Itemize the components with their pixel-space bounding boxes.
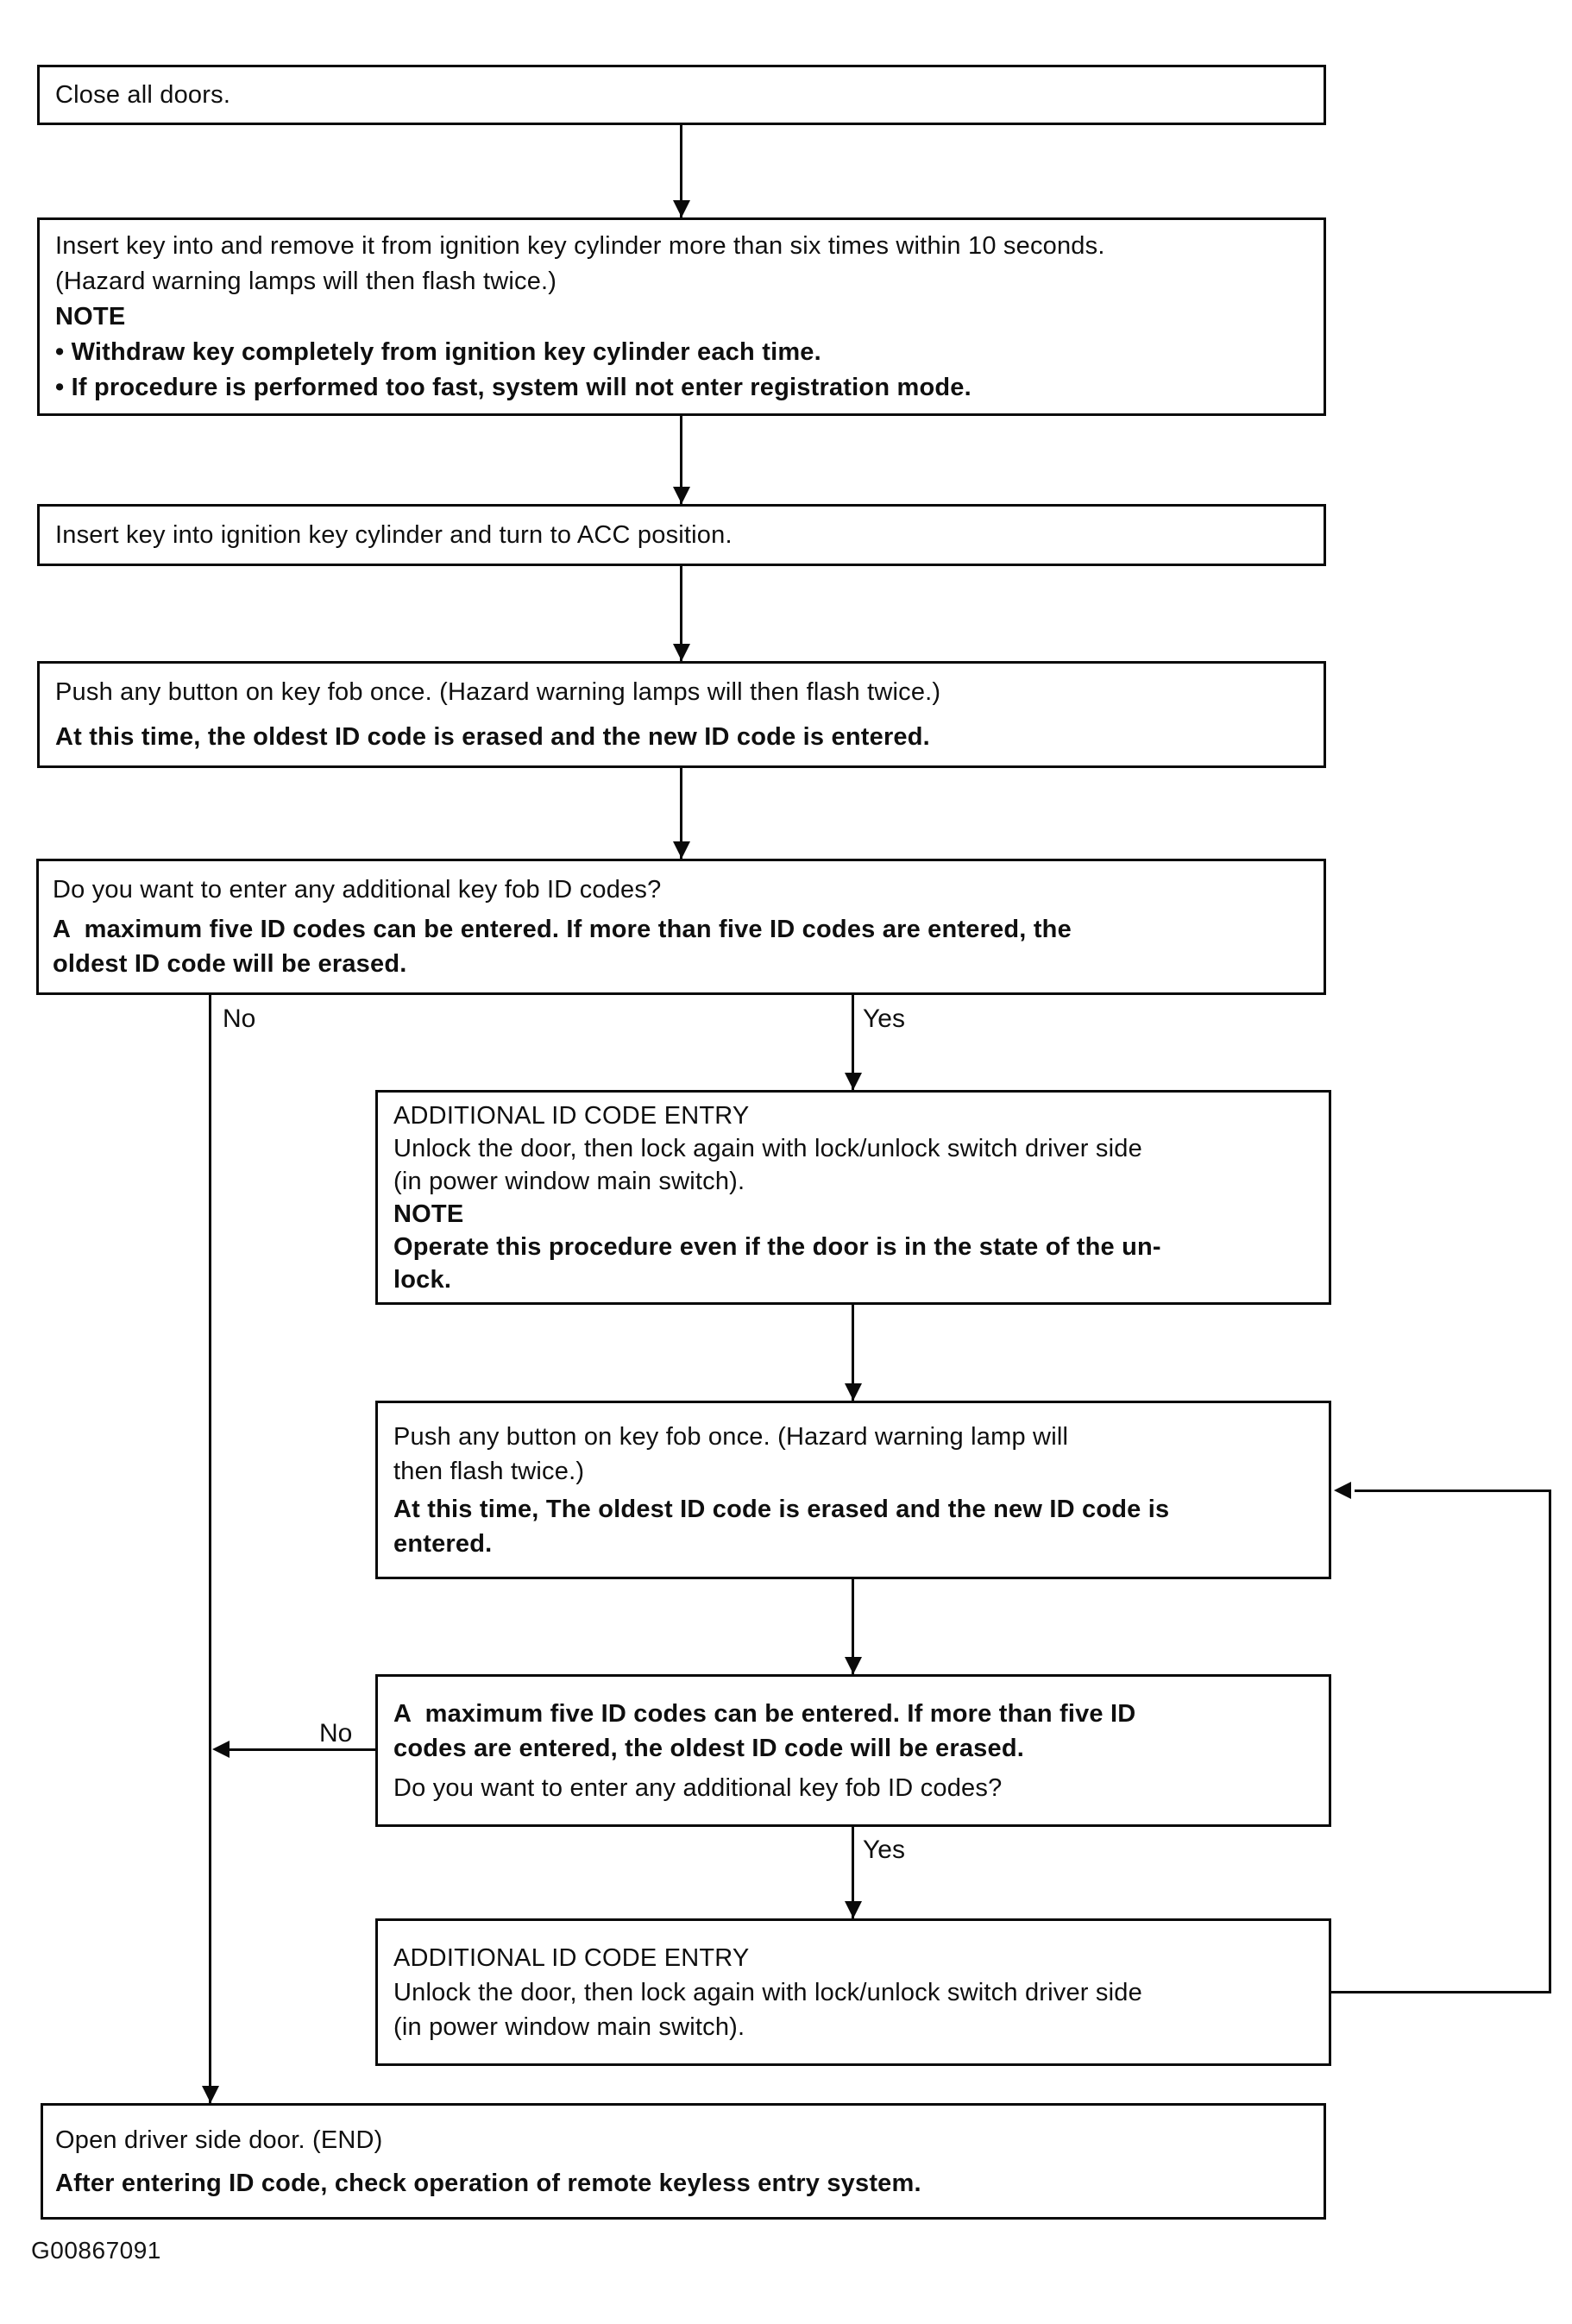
arrowhead-down-icon [845, 1073, 862, 1090]
node-text-line: Push any button on key fob once. (Hazard… [55, 678, 941, 706]
note-text-line: lock. [393, 1265, 452, 1294]
node-text-line: Insert key into and remove it from ignit… [55, 231, 1105, 260]
note-text-line: Operate this procedure even if the door … [393, 1232, 1161, 1261]
node-text-line: A maximum five ID codes can be entered. … [393, 1699, 1136, 1728]
arrowhead-down-icon [845, 1901, 862, 1918]
connector-entry-1-to-additional-code [852, 1305, 854, 1401]
arrowhead-down-icon [845, 1657, 862, 1674]
connector-loop-top [1355, 1490, 1551, 1492]
arrowhead-down-icon [673, 841, 690, 859]
connector-loop-vertical [1549, 1490, 1551, 1993]
node-text-line: oldest ID code will be erased. [53, 950, 407, 978]
node-text-line: entered. [393, 1529, 493, 1558]
arrowhead-down-icon [673, 200, 690, 217]
node-text-line: Close all doors. [55, 81, 231, 109]
node-turn-key-to-acc: Insert key into ignition key cylinder an… [37, 504, 1326, 566]
figure-code: G00867091 [31, 2237, 161, 2264]
node-register-additional-id-code: Push any button on key fob once. (Hazard… [375, 1401, 1331, 1579]
connector-acc-to-first-code [680, 566, 682, 661]
node-text-line: A maximum five ID codes can be entered. … [53, 916, 1072, 943]
node-additional-code-question-1: Do you want to enter any additional key … [36, 859, 1326, 995]
node-text-line: At this time, the oldest ID code is eras… [55, 723, 930, 751]
note-heading: NOTE [393, 1200, 464, 1228]
node-text-line: At this time, The oldest ID code is eras… [393, 1495, 1170, 1523]
connector-loop-bottom [1331, 1991, 1551, 1993]
node-text-line: (in power window main switch). [393, 1167, 745, 1195]
node-open-door-end: Open driver side door. (END) After enter… [41, 2103, 1326, 2220]
node-text-line: (Hazard warning lamps will then flash tw… [55, 267, 557, 295]
node-text-line: Unlock the door, then lock again with lo… [393, 1978, 1142, 2006]
connector-additional-code-to-question-2 [852, 1579, 854, 1674]
node-text-line: Unlock the door, then lock again with lo… [393, 1134, 1142, 1162]
connector-no-branch-2 [230, 1748, 375, 1751]
connector-yes-branch-to-entry-2 [852, 1827, 854, 1918]
node-text-line: Do you want to enter any additional key … [393, 1773, 1003, 1802]
node-text-line: then flash twice.) [393, 1457, 585, 1485]
node-text-line: Push any button on key fob once. (Hazard… [393, 1422, 1069, 1451]
branch-label-yes-second: Yes [863, 1836, 905, 1864]
node-title-line: ADDITIONAL ID CODE ENTRY [393, 1943, 750, 1972]
branch-label-yes-first: Yes [863, 1005, 905, 1033]
connector-close-doors-to-registration [680, 125, 682, 217]
connector-no-branch-to-end [209, 995, 211, 2103]
node-register-first-id-code: Push any button on key fob once. (Hazard… [37, 661, 1326, 768]
arrowhead-down-icon [673, 644, 690, 661]
node-text-line: codes are entered, the oldest ID code wi… [393, 1734, 1025, 1762]
arrowhead-down-icon [845, 1383, 862, 1401]
branch-label-no-first: No [223, 1005, 256, 1033]
arrowhead-down-icon [202, 2086, 219, 2103]
node-text-line: After entering ID code, check operation … [55, 2169, 921, 2197]
node-text-line: Open driver side door. (END) [55, 2126, 383, 2154]
connector-first-code-to-question [680, 768, 682, 859]
node-title-line: ADDITIONAL ID CODE ENTRY [393, 1101, 750, 1130]
branch-label-no-second: No [319, 1719, 353, 1748]
note-bullet-line: • Withdraw key completely from ignition … [55, 337, 821, 366]
connector-yes-branch-to-entry-1 [852, 995, 854, 1090]
node-additional-id-code-entry-1: ADDITIONAL ID CODE ENTRY Unlock the door… [375, 1090, 1331, 1305]
node-text-line: (in power window main switch). [393, 2012, 745, 2041]
node-text-line: Do you want to enter any additional key … [53, 876, 662, 904]
note-bullet-line: • If procedure is performed too fast, sy… [55, 373, 971, 401]
node-additional-id-code-entry-2: ADDITIONAL ID CODE ENTRY Unlock the door… [375, 1918, 1331, 2066]
arrowhead-left-icon [212, 1741, 230, 1758]
arrowhead-left-icon [1334, 1482, 1351, 1499]
connector-registration-to-acc [680, 416, 682, 504]
arrowhead-down-icon [673, 487, 690, 504]
note-heading: NOTE [55, 302, 126, 331]
node-enter-registration-mode: Insert key into and remove it from ignit… [37, 217, 1326, 416]
node-additional-code-question-2: A maximum five ID codes can be entered. … [375, 1674, 1331, 1827]
node-text-line: Insert key into ignition key cylinder an… [55, 521, 733, 549]
node-close-all-doors: Close all doors. [37, 65, 1326, 125]
